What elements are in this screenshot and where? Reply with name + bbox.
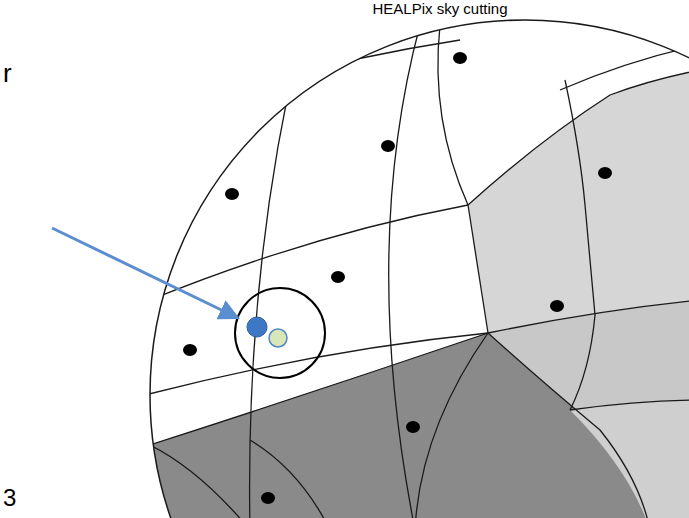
light-region [468,70,689,333]
pixel-centres [133,52,612,504]
sphere-regions [133,20,689,518]
figure-title: HEALPix sky cutting [372,0,507,17]
dark-region [140,333,650,518]
sphere-outline [150,20,689,518]
match-dot [269,329,287,347]
grid-lines [145,25,689,518]
cropped-label: 3 [3,484,16,512]
pointer-arrow [52,228,238,318]
search-circle [235,288,325,378]
cropped-label: r [3,58,12,89]
source-dot [247,317,267,337]
light-region [570,400,689,518]
